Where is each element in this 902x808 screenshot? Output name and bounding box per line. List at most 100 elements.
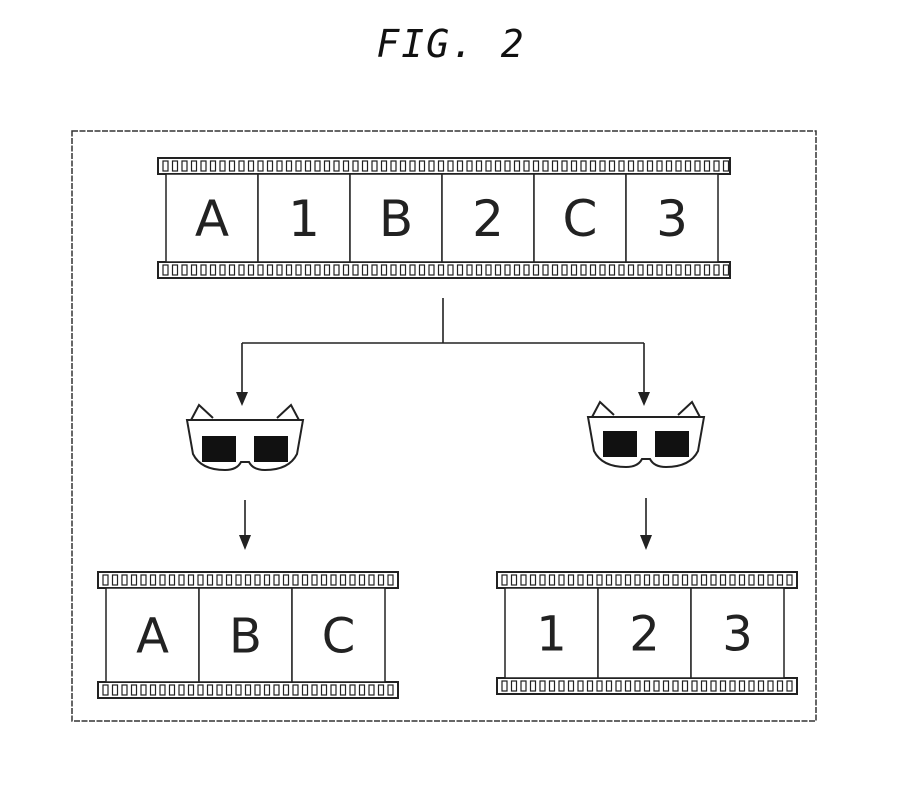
sprocket-hole [409,264,416,276]
left-lens [202,436,236,462]
sprocket-hole [254,684,261,696]
sprocket-hole [653,680,660,692]
sprocket-hole [282,684,290,696]
right-lens [655,431,689,457]
sprocket-hole [694,160,701,172]
sprocket-hole [662,680,670,692]
sprocket-hole [567,680,575,692]
sprocket-hole [618,264,625,276]
sprocket-hole [627,264,635,276]
sprocket-hole [276,264,283,276]
sprocket-hole [624,680,632,692]
sprocket-hole [301,574,309,586]
sprocket-hole [608,160,616,172]
sprocket-hole [276,160,283,172]
sprocket-hole [162,160,169,172]
sprocket-hole [624,574,632,586]
sprocket-hole [168,574,176,586]
sprocket-hole [263,684,271,696]
sprocket-hole [786,574,793,586]
film-frame [690,587,785,679]
sprocket-hole [475,160,483,172]
sprocket-hole [323,160,331,172]
sprocket-hole [466,264,473,276]
sprocket-hole [368,684,375,696]
sprocket-hole [159,574,166,586]
sprocket-hole [361,160,369,172]
sprocket-hole [475,264,483,276]
sprocket-hole [247,160,255,172]
sprocket-hole [197,574,204,586]
sprocket-hole [637,264,644,276]
sprocket-hole [456,160,464,172]
sprocket-hole [672,574,679,586]
sprocket-hole [513,160,521,172]
sprocket-hole [710,680,717,692]
sprocket-hole [675,264,682,276]
frame-label: A [136,608,169,664]
sprocket-hole [757,680,765,692]
film-frame [625,173,719,263]
sprocket-hole [228,264,236,276]
sprocket-hole [295,160,302,172]
sprocket-hole [681,574,689,586]
sprocket-hole [409,160,416,172]
sprocket-hole [361,264,369,276]
sprocket-hole [719,680,727,692]
sprocket-hole [178,574,185,586]
sprocket-hole [767,680,774,692]
sprocket-hole [551,264,559,276]
sprocket-hole [738,574,746,586]
sprocket-hole [399,264,407,276]
left-lens [603,431,637,457]
frame-label: C [322,608,356,664]
sprocket-band-bottom [496,677,798,695]
arrow-to-right-strip [640,535,652,550]
sprocket-hole [627,160,635,172]
sprocket-hole [656,160,663,172]
sprocket-hole [570,160,578,172]
sprocket-hole [748,680,755,692]
sprocket-band-bottom [157,261,731,279]
sprocket-hole [292,574,299,586]
sprocket-hole [776,680,784,692]
sprocket-hole [504,264,511,276]
sprocket-hole [140,684,147,696]
film-frame [105,587,200,683]
sprocket-hole [282,574,290,586]
sprocket-hole [501,680,508,692]
3d-glasses-icon [586,400,706,469]
sprocket-hole [713,264,720,276]
frame-label: 2 [629,606,660,662]
frame-label: 3 [656,190,688,248]
arrow-to-right-glasses [638,392,650,406]
sprocket-hole [634,574,641,586]
sprocket-hole [437,264,445,276]
sprocket-hole [510,574,518,586]
sprocket-hole [561,160,568,172]
sprocket-hole [589,264,597,276]
frame-label: B [379,190,413,248]
sprocket-hole [523,264,530,276]
sprocket-hole [615,680,622,692]
sprocket-hole [577,680,584,692]
sprocket-hole [149,574,157,586]
sprocket-hole [691,574,698,586]
sprocket-hole [494,264,502,276]
sprocket-hole [311,684,318,696]
sprocket-hole [352,160,359,172]
sprocket-hole [529,680,537,692]
sprocket-hole [111,574,119,586]
figure-border [71,130,817,722]
film-frame [597,587,692,679]
sprocket-hole [729,680,736,692]
sprocket-hole [605,574,613,586]
sprocket-hole [330,574,337,586]
sprocket-hole [710,574,717,586]
sprocket-hole [542,160,549,172]
sprocket-hole [235,684,242,696]
sprocket-hole [447,160,454,172]
sprocket-hole [504,160,511,172]
split-connector [241,298,645,398]
